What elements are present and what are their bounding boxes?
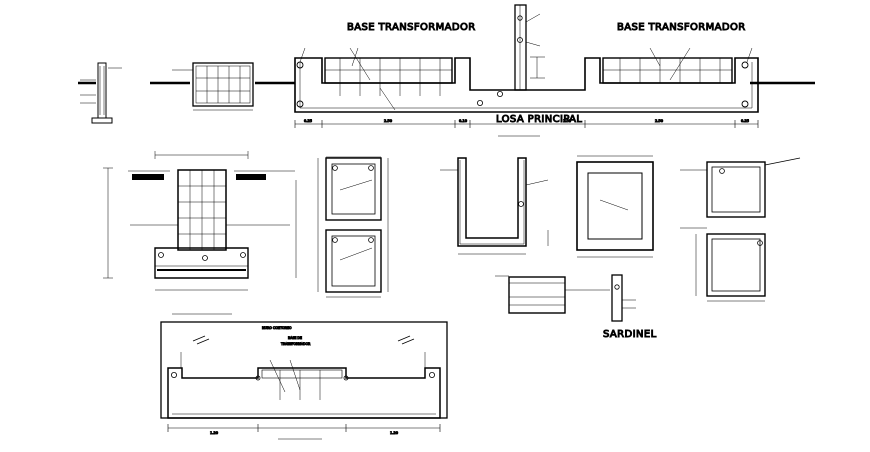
dim-top-6: 0.25 [741, 119, 749, 123]
square-sections-pair [317, 156, 389, 298]
column-detail-left [80, 62, 122, 124]
dim-top-4: 1.50 [563, 119, 572, 123]
dim-top-3: 0.10 [459, 119, 468, 123]
dim-top-5: 2.50 [655, 119, 664, 123]
sardinel-detail [495, 274, 636, 322]
dim-top-2: 2.50 [384, 119, 393, 123]
bottom-section-muro-contorno [160, 321, 448, 440]
dim-bottom-2: 1.20 [390, 431, 399, 435]
pit-frame [576, 155, 654, 258]
stacked-sections-right [680, 157, 801, 302]
label-base-transformador-left: BASE TRANSFORMADOR [347, 22, 476, 33]
dim-bottom-1: 1.20 [210, 431, 219, 435]
label-sardinel: SARDINEL [603, 329, 657, 340]
top-section-base-transformador [78, 4, 815, 137]
grid-panel-small [172, 62, 254, 111]
label-muro-contorno: MURO CONTORNO [262, 326, 292, 330]
label-base-de: BASE DE [288, 336, 302, 340]
label-losa-principal: LOSA PRINCIPAL [496, 114, 582, 125]
dim-top-1: 0.25 [304, 119, 312, 123]
label-base-transformador-right: BASE TRANSFORMADOR [617, 22, 746, 33]
u-channel-section [440, 157, 549, 255]
grid-block-right [602, 57, 733, 84]
label-transformador: TRANSFORMADOR [280, 342, 311, 346]
footing-detail [103, 151, 297, 315]
grid-block-left [324, 57, 453, 96]
center-riser [514, 4, 545, 91]
